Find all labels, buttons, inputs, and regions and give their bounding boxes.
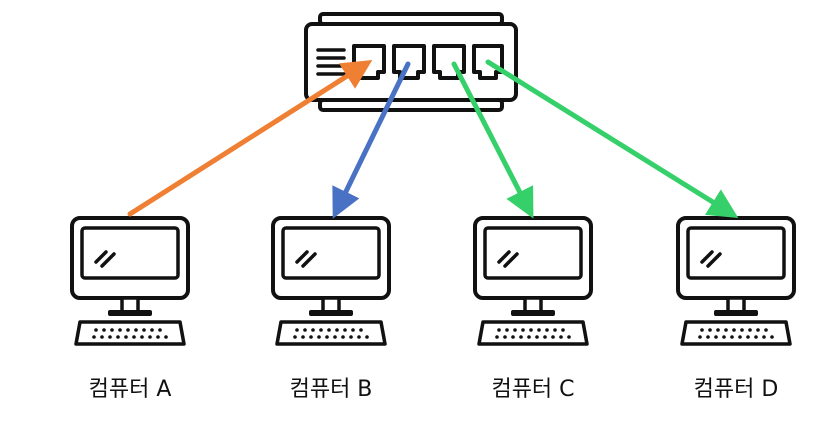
computer-b-label: 컴퓨터 B — [290, 377, 373, 402]
link-arrow-switch-to-c — [451, 61, 534, 219]
computer-c-icon — [473, 216, 593, 346]
link-arrow-a-to-switch — [127, 59, 373, 217]
computer-a-icon — [70, 216, 190, 346]
network-switch-icon — [304, 12, 518, 112]
computer-b-icon — [271, 216, 391, 346]
link-arrow-switch-to-b — [332, 61, 411, 219]
switch-port-1 — [352, 44, 386, 80]
computer-a-label: 컴퓨터 A — [89, 377, 172, 402]
computer-d-label: 컴퓨터 D — [694, 377, 779, 402]
computer-d-icon — [676, 216, 796, 346]
link-arrow-switch-to-d — [485, 59, 739, 218]
computer-c-label: 컴퓨터 C — [491, 377, 574, 402]
